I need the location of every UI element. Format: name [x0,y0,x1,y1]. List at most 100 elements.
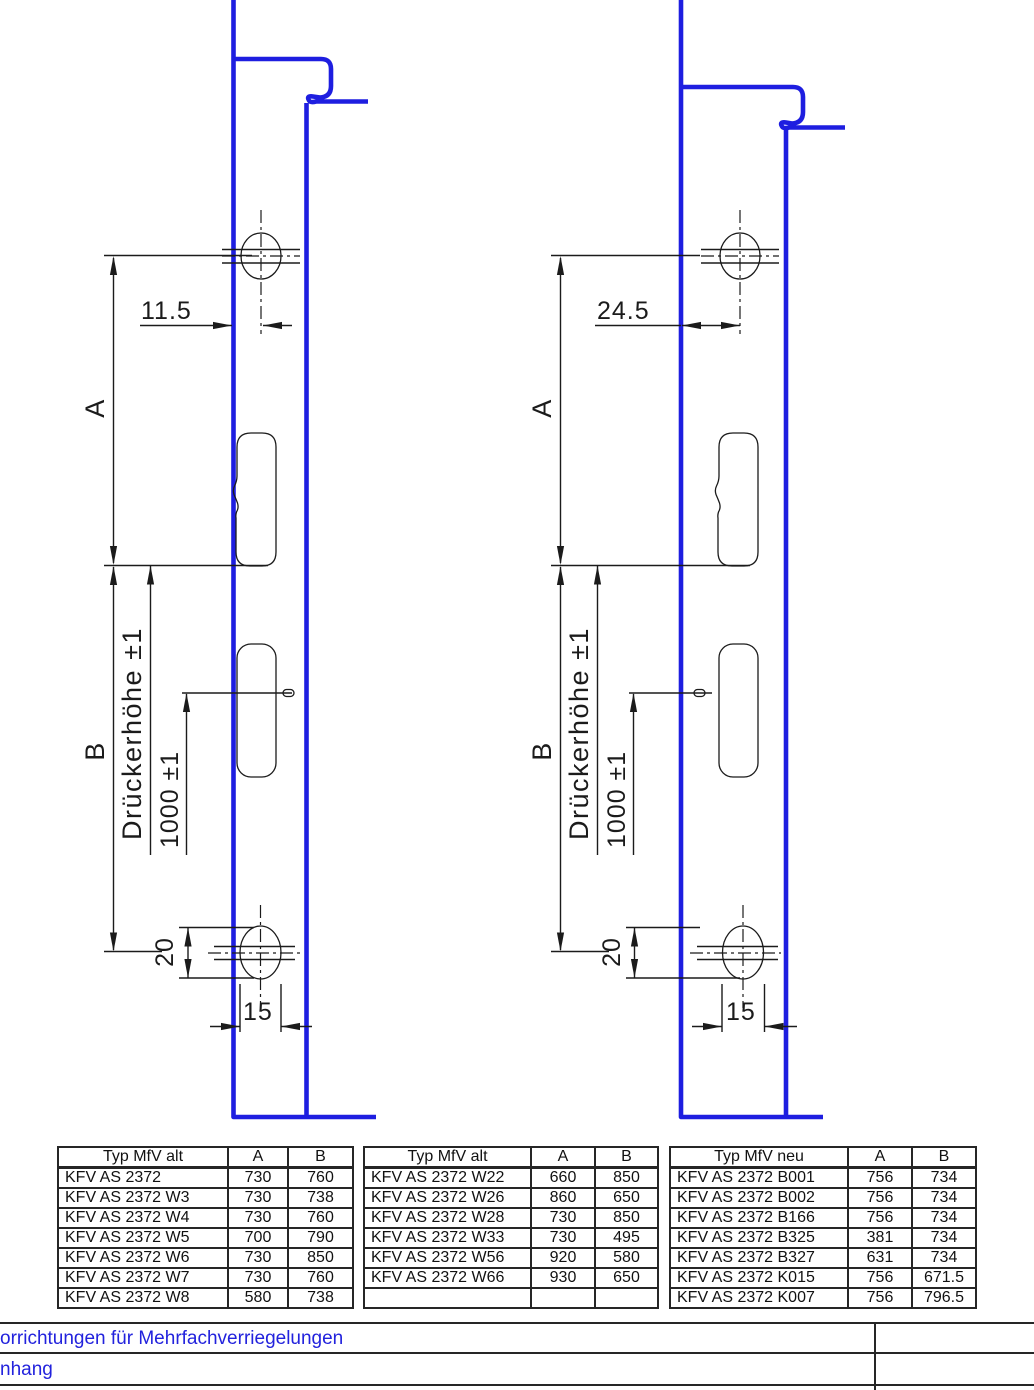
dim-a-label-right: A [527,398,557,418]
type-cell: KFV AS 2372 W26 [363,1187,532,1209]
center-lines-right [690,210,781,1008]
table-row: KFV AS 2372 B327 631 734 [669,1247,977,1269]
dimension-lines-left [109,256,312,1031]
table-mfv-neu: Typ MfV neu A B KFV AS 2372 B001 756 734… [669,1146,977,1309]
a-cell: 730 [227,1267,289,1289]
b-cell: 796.5 [911,1287,977,1309]
document-title: orrichtungen für Mehrfachverriegelungen [0,1328,344,1349]
table-row: KFV AS 2372 W26 860 650 [363,1187,659,1209]
type-cell: KFV AS 2372 B325 [669,1227,849,1249]
table-row: KFV AS 2372 B001 756 734 [669,1166,977,1189]
a-cell: 730 [227,1247,289,1269]
table-row: KFV AS 2372 K007 756 796.5 [669,1287,977,1309]
table-row: KFV AS 2372 W33 730 495 [363,1227,659,1249]
title-block-bottom-rule [0,1384,1034,1386]
dim-b-label-right: B [527,741,557,761]
table-header: Typ MfV neu [669,1146,849,1169]
a-cell: 730 [530,1227,596,1249]
hole-height-dim-left: 20 [151,937,179,967]
a-cell: 920 [530,1247,596,1269]
faceplate-cutouts-right [693,232,765,980]
table-row: KFV AS 2372 W5 700 790 [57,1227,354,1249]
table-row: KFV AS 2372 W56 920 580 [363,1247,659,1269]
table-header: Typ MfV alt [57,1146,229,1169]
title-block-mid-rule [0,1352,1034,1354]
table-header-row: Typ MfV alt A B [57,1146,354,1169]
b-cell: 734 [911,1247,977,1269]
b-cell: 495 [594,1227,659,1249]
lock-faceplate-drawing: 11.5 A B Drückerhöhe ±1 1000 ±1 20 15 [80,0,845,1120]
b-cell: 580 [594,1247,659,1269]
dim-a-label-left: A [80,398,110,418]
type-cell: KFV AS 2372 B001 [669,1166,849,1189]
type-cell: KFV AS 2372 W56 [363,1247,532,1269]
hole-width-dim-right: 15 [726,998,756,1026]
handle-height-label-right: Drückerhöhe ±1 [564,627,594,840]
a-cell: 730 [530,1207,596,1229]
table-mfv-alt-2: Typ MfV alt A B KFV AS 2372 W22 660 850 … [363,1146,659,1309]
a-cell: 730 [227,1207,289,1229]
type-cell: KFV AS 2372 B327 [669,1247,849,1269]
b-cell [594,1287,659,1309]
a-cell: 700 [227,1227,289,1249]
b-cell: 650 [594,1187,659,1209]
table-row: KFV AS 2372 730 760 [57,1166,354,1189]
center-lines-left [208,210,300,1008]
table-header: A [530,1146,596,1169]
a-cell: 381 [847,1227,913,1249]
backset-dim-label-left: 11.5 [141,297,192,325]
type-cell [363,1287,532,1309]
b-cell: 850 [594,1166,659,1189]
b-cell: 850 [287,1247,354,1269]
table-row: KFV AS 2372 W7 730 760 [57,1267,354,1289]
door-profile-blue-right [678,0,845,1120]
table-header: A [847,1146,913,1169]
a-cell: 860 [530,1187,596,1209]
b-cell: 734 [911,1166,977,1189]
b-cell: 738 [287,1187,354,1209]
type-cell: KFV AS 2372 W7 [57,1267,229,1289]
a-cell: 730 [227,1166,289,1189]
drawing-left-profile: 11.5 A B Drückerhöhe ±1 1000 ±1 20 15 [80,0,376,1120]
table-header-row: Typ MfV neu A B [669,1146,977,1169]
table-row-empty [363,1287,659,1309]
dim-b-label-left: B [80,741,110,761]
b-cell: 734 [911,1227,977,1249]
table-row: KFV AS 2372 W22 660 850 [363,1166,659,1189]
handle-height-label-left: Drückerhöhe ±1 [117,627,147,840]
drawing-right-profile: 24.5 A B Drückerhöhe ±1 1000 ±1 20 15 [527,0,845,1120]
type-cell: KFV AS 2372 W3 [57,1187,229,1209]
type-cell: KFV AS 2372 B002 [669,1187,849,1209]
a-cell: 756 [847,1207,913,1229]
table-row: KFV AS 2372 W4 730 760 [57,1207,354,1229]
table-row: KFV AS 2372 K015 756 671.5 [669,1267,977,1289]
b-cell: 734 [911,1187,977,1209]
a-cell: 756 [847,1287,913,1309]
hole-width-dim-left: 15 [243,998,273,1026]
dimension-lines-right [556,256,797,1031]
table-row: KFV AS 2372 B166 756 734 [669,1207,977,1229]
faceplate-cutouts-left [232,232,295,980]
table-row: KFV AS 2372 W3 730 738 [57,1187,354,1209]
backset-dim-label-right: 24.5 [597,297,650,325]
a-cell: 756 [847,1187,913,1209]
table-row: KFV AS 2372 W8 580 738 [57,1287,354,1309]
b-cell: 734 [911,1207,977,1229]
door-profile-blue-left [231,0,376,1120]
a-cell: 730 [227,1187,289,1209]
handle-height-dim-right: 1000 ±1 [603,751,631,848]
table-header-row: Typ MfV alt A B [363,1146,659,1169]
type-cell: KFV AS 2372 K007 [669,1287,849,1309]
type-cell: KFV AS 2372 W66 [363,1267,532,1289]
table-row: KFV AS 2372 W66 930 650 [363,1267,659,1289]
type-cell: KFV AS 2372 W5 [57,1227,229,1249]
hole-height-dim-right: 20 [598,937,626,967]
title-block-top-rule [0,1322,1034,1324]
type-cell: KFV AS 2372 W33 [363,1227,532,1249]
table-mfv-alt-1: Typ MfV alt A B KFV AS 2372 730 760 KFV … [57,1146,354,1309]
type-cell: KFV AS 2372 [57,1166,229,1189]
type-cell: KFV AS 2372 K015 [669,1267,849,1289]
extension-lines-left [104,248,300,1032]
type-cell: KFV AS 2372 W8 [57,1287,229,1309]
